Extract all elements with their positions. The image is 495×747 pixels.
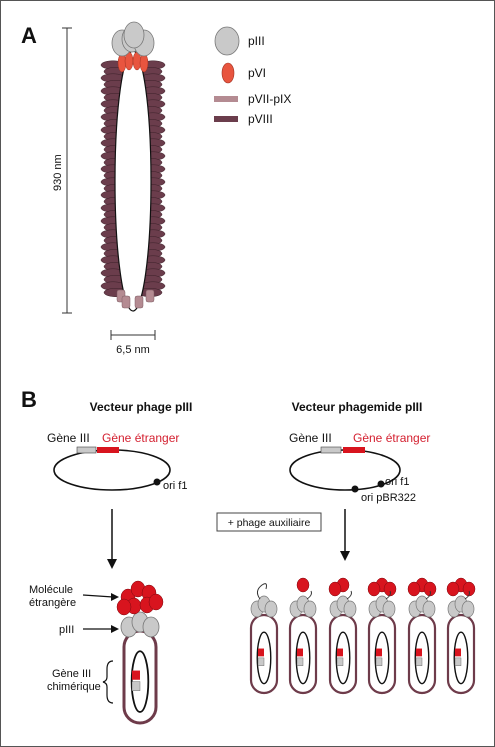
legend-pvi-swatch <box>221 62 235 84</box>
legend-piii-swatch <box>214 26 240 56</box>
legend-pvii-pix-swatch <box>214 96 238 102</box>
foreign-gene-insert <box>258 648 264 657</box>
right-gene-iii-segment <box>320 446 342 454</box>
gene-iii-insert <box>257 657 265 666</box>
legend-pviii-swatch <box>214 116 238 122</box>
right-ori-pbr322-label: ori pBR322 <box>361 492 416 504</box>
callout-chimeric-line2: chimérique <box>47 681 101 693</box>
phage-particle <box>367 577 397 695</box>
callout-foreign-molecule-arrow <box>82 594 114 598</box>
foreign-gene-insert <box>297 648 303 657</box>
gene-iii-insert <box>131 681 141 691</box>
right-foreign-gene-segment <box>343 447 365 453</box>
callout-foreign-molecule-line1: Molécule <box>29 584 73 596</box>
legend-pviii-label: pVIII <box>248 112 273 126</box>
callout-chimeric-brace <box>102 660 114 704</box>
piii-protein <box>142 616 160 638</box>
phage-particle <box>407 577 437 695</box>
right-gene-iii-label: Gène III <box>289 431 332 445</box>
foreign-molecule <box>446 581 460 597</box>
phage-particle <box>249 583 279 695</box>
foreign-molecule <box>407 581 421 597</box>
left-plasmid-circle <box>53 449 171 491</box>
right-ori-pbr322-dot <box>351 485 359 493</box>
callout-piii-label: pIII <box>59 624 74 636</box>
left-gene-iii-segment <box>76 446 97 454</box>
legend-pvii-pix-label: pVII-pIX <box>248 92 291 106</box>
foreign-molecule <box>367 581 381 597</box>
right-ori-f1-label: ori f1 <box>385 476 409 488</box>
phage-particle <box>328 577 358 695</box>
left-arrow-head <box>107 559 117 569</box>
gene-iii-insert <box>336 657 344 666</box>
piii-protein <box>461 600 475 618</box>
panel-a-label: A <box>21 23 37 48</box>
foreign-gene-insert <box>337 648 343 657</box>
height-label: 930 nm <box>52 154 64 191</box>
right-ori-f1-dot <box>377 480 385 488</box>
piii-protein <box>123 21 145 49</box>
protein-linker <box>464 590 470 600</box>
foreign-gene-insert <box>455 648 461 657</box>
helper-phage-label: + phage auxiliaire <box>228 517 311 529</box>
foreign-gene-insert <box>416 648 422 657</box>
protein-linker <box>385 590 391 600</box>
left-foreign-gene-label: Gène étranger <box>102 431 179 445</box>
pvi-protein <box>117 53 127 73</box>
left-foreign-gene-segment <box>97 447 119 453</box>
callout-chimeric-line1: Gène III <box>52 668 91 680</box>
foreign-molecule <box>116 598 132 616</box>
right-foreign-gene-label: Gène étranger <box>353 431 430 445</box>
phage-particle <box>288 577 318 695</box>
legend-pvi-label: pVI <box>248 66 266 80</box>
panel-b-label: B <box>21 387 37 412</box>
gene-iii-insert <box>454 657 462 666</box>
piii-protein <box>422 600 436 618</box>
piii-protein <box>343 600 357 618</box>
left-ori-f1-dot <box>153 478 161 486</box>
helper-linker <box>256 583 267 600</box>
pvi-protein <box>139 53 149 73</box>
left-vector-title: Vecteur phage pIII <box>90 400 193 414</box>
gene-iii-insert <box>296 657 304 666</box>
gene-iii-insert <box>375 657 383 666</box>
left-phage-particle <box>116 580 164 725</box>
pvii-pix-protein <box>121 295 131 309</box>
legend-piii-label: pIII <box>248 34 265 48</box>
foreign-molecule <box>423 581 437 597</box>
helper-phage-box <box>216 512 322 532</box>
protein-linker <box>346 590 352 600</box>
foreign-molecule <box>148 593 164 611</box>
foreign-molecule <box>328 581 342 597</box>
foreign-molecule <box>383 581 397 597</box>
protein-linker <box>425 590 431 600</box>
dna-loop <box>114 50 152 312</box>
callout-foreign-molecule-arrowhead <box>111 593 119 601</box>
piii-protein <box>382 600 396 618</box>
pvii-pix-protein <box>145 289 155 303</box>
legend: pIII pVI pVII-pIX pVIII <box>214 26 291 126</box>
pvii-pix-protein <box>134 295 144 309</box>
left-ori-f1-label: ori f1 <box>163 480 187 492</box>
foreign-molecule <box>296 577 310 593</box>
left-gene-iii-label: Gène III <box>47 431 90 445</box>
right-arrow-head <box>340 551 350 561</box>
right-vector-title: Vecteur phagemide pIII <box>292 400 423 414</box>
foreign-molecule <box>462 581 476 597</box>
foreign-gene-insert <box>132 670 140 680</box>
phage-population <box>249 577 476 695</box>
callout-piii-arrowhead <box>111 625 119 633</box>
width-label: 6,5 nm <box>116 344 150 356</box>
phage-particle-a <box>100 21 166 312</box>
piii-protein <box>264 600 278 618</box>
callout-foreign-molecule-line2: étrangère <box>29 597 76 609</box>
gene-iii-insert <box>415 657 423 666</box>
foreign-gene-insert <box>376 648 382 657</box>
protein-linker <box>306 590 312 600</box>
piii-protein <box>303 600 317 618</box>
phage-particle <box>446 577 476 695</box>
